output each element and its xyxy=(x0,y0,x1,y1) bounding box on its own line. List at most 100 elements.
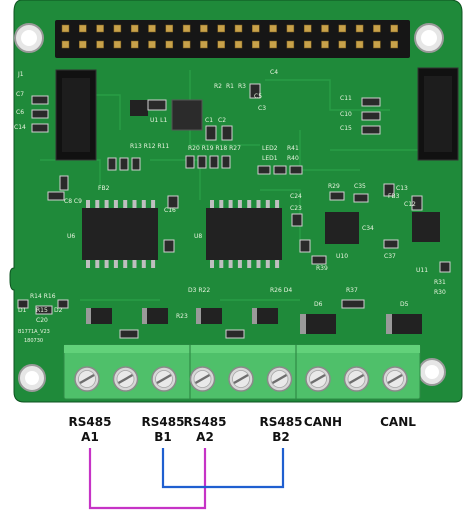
smd-part xyxy=(57,299,69,309)
mounting-hole xyxy=(414,23,444,53)
ic-pin xyxy=(123,200,128,208)
smd-part xyxy=(119,329,139,339)
header-pin xyxy=(61,24,70,33)
header-pin xyxy=(165,24,174,33)
mounting-hole xyxy=(418,358,446,386)
header-pin xyxy=(113,40,122,49)
smd-part xyxy=(273,165,287,175)
header-pin xyxy=(286,24,295,33)
silkscreen-labels: J1 C7 C6 C14 C8 C9 FB2 U6 R13 R12 R11 R2… xyxy=(14,69,446,344)
smd-part xyxy=(147,99,167,111)
header-pin xyxy=(96,24,104,33)
ic-pin xyxy=(113,260,118,268)
smd-part xyxy=(31,95,49,105)
ic-chip xyxy=(206,200,282,268)
label-rs485-b1-line2: B1 xyxy=(154,430,172,444)
smd-part xyxy=(341,299,365,309)
terminal-labels: RS485 A1 RS485 B1 RS485 A2 RS485 B2 CANH… xyxy=(69,415,417,444)
terminal-screw xyxy=(266,366,293,392)
silk-u6: U6 xyxy=(67,233,75,240)
label-rs485-a1-line1: RS485 xyxy=(69,415,112,429)
diode xyxy=(386,314,422,334)
ic-pin xyxy=(123,260,128,268)
diode xyxy=(86,308,112,324)
header-pin xyxy=(113,24,122,33)
header-pin xyxy=(148,40,156,49)
ic-pin xyxy=(219,200,224,208)
connector-right xyxy=(417,67,459,161)
smd-part xyxy=(119,157,129,171)
diode xyxy=(142,308,168,324)
smd-part xyxy=(311,255,327,265)
header-pin xyxy=(130,24,139,33)
ic-pin xyxy=(219,260,224,268)
smd-part xyxy=(209,155,219,169)
header-pin xyxy=(234,24,243,33)
silk-version: B1771A_V23 xyxy=(18,329,50,335)
ic-pin xyxy=(265,200,270,208)
wire-a-connection xyxy=(88,448,207,510)
ic-pin xyxy=(256,260,261,268)
mounting-hole xyxy=(18,364,46,392)
diode xyxy=(252,308,278,324)
smd-part xyxy=(361,97,381,107)
header-pin xyxy=(252,24,260,33)
silk-d6: D6 xyxy=(314,301,323,308)
silk-c14: C14 xyxy=(14,124,26,131)
silk-c1: C1 xyxy=(205,117,213,124)
silk-c12: C12 xyxy=(404,201,416,208)
ic-chip xyxy=(82,200,158,268)
silk-c4: C4 xyxy=(270,69,278,76)
header-pin xyxy=(61,40,70,49)
terminal-screw xyxy=(343,366,370,392)
smd-part xyxy=(225,329,245,339)
header-pin xyxy=(234,40,243,49)
header-pin xyxy=(321,24,329,33)
header-pin xyxy=(79,40,87,49)
silk-r3: R3 xyxy=(238,83,246,90)
terminal-screw xyxy=(228,366,254,392)
header-pin xyxy=(390,24,398,33)
smd-components xyxy=(17,83,451,339)
label-canl: CANL xyxy=(380,415,416,429)
smd-part xyxy=(249,83,261,99)
smd-part xyxy=(353,193,369,203)
smd-part xyxy=(185,155,195,169)
label-canh: CANH xyxy=(304,415,342,429)
smd-part xyxy=(163,239,175,253)
silk-r26d4: R26 D4 xyxy=(270,287,292,294)
smd-part xyxy=(299,239,311,253)
ic-pin xyxy=(247,260,252,268)
silk-r40: R40 xyxy=(287,155,299,162)
ic-pin xyxy=(86,260,90,268)
header-pin xyxy=(373,24,381,33)
header-pin xyxy=(130,40,139,49)
silk-d2: D2 xyxy=(54,307,63,314)
silk-c34: C34 xyxy=(362,225,374,232)
ic-pin xyxy=(141,200,146,208)
silk-u11: U11 xyxy=(416,267,428,274)
label-rs485-b2-line2: B2 xyxy=(272,430,290,444)
ic-pin xyxy=(247,200,252,208)
silk-c35: C35 xyxy=(354,183,366,190)
silk-d3r22: D3 R22 xyxy=(188,287,210,294)
silk-c5: C5 xyxy=(254,93,262,100)
ic-pin xyxy=(95,200,100,208)
silk-r41: R41 xyxy=(287,145,299,152)
ic-pin xyxy=(256,200,261,208)
header-pin xyxy=(303,40,312,49)
diode xyxy=(300,314,336,334)
terminal-screw xyxy=(112,366,139,392)
ic-pin xyxy=(237,260,242,268)
label-rs485-a1-line2: A1 xyxy=(81,430,99,444)
ic-pin xyxy=(228,200,233,208)
header-pin xyxy=(217,24,225,33)
ic-pin xyxy=(210,200,214,208)
smd-part xyxy=(361,111,381,121)
smd-part xyxy=(361,125,381,135)
smd-part xyxy=(411,195,423,211)
silk-c16: C16 xyxy=(164,207,176,214)
silk-d1: D1 xyxy=(18,307,27,314)
silk-c13: C13 xyxy=(396,185,408,192)
